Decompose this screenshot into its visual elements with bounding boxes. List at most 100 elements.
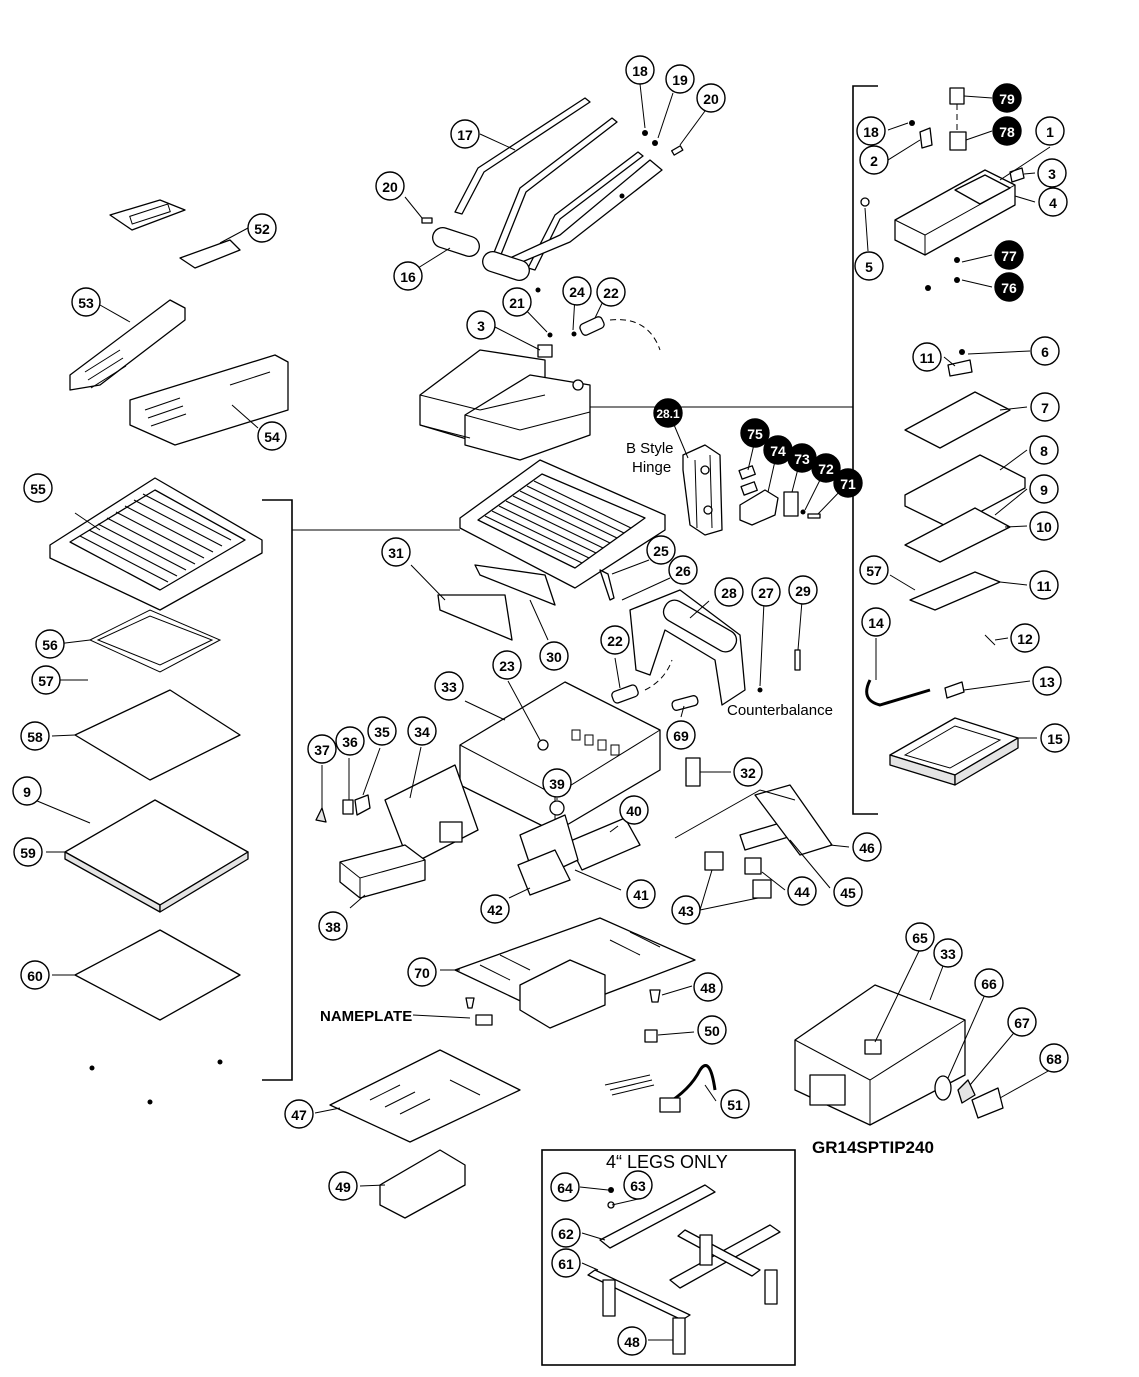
gr14sptip240-housing	[794, 984, 1004, 1126]
callout-20a: 20	[696, 83, 726, 113]
callout-circle	[1038, 187, 1068, 217]
callout-number: 50	[704, 1023, 720, 1039]
callout-circle	[720, 1089, 750, 1119]
callout-circle	[1029, 511, 1059, 541]
knob-67	[957, 1079, 976, 1104]
callout-number: 76	[1001, 280, 1017, 296]
callout-number: 49	[335, 1179, 351, 1195]
insulation-block-59	[64, 799, 249, 906]
callout-43: 43	[671, 895, 701, 925]
part-77	[954, 257, 960, 263]
callout-number: 66	[981, 976, 997, 992]
handle-grip-16a	[432, 227, 480, 257]
callout-circle	[20, 721, 50, 751]
leg-d	[764, 1269, 778, 1305]
drip-tray-52a	[109, 199, 186, 231]
callout-circle	[20, 960, 50, 990]
part-73	[783, 491, 799, 517]
callout-circle	[550, 1172, 580, 1202]
callout-number: 32	[740, 765, 756, 781]
callout-number: 37	[314, 742, 330, 758]
callout-circle	[992, 116, 1022, 146]
callout-circle	[933, 938, 963, 968]
callout-circle	[733, 757, 763, 787]
label-b-style: B Style	[626, 440, 674, 457]
callout-7: 7	[1030, 392, 1060, 422]
callout-circle	[740, 418, 770, 448]
callout-number: 71	[840, 476, 856, 492]
pin-20b	[421, 217, 433, 224]
center-grill-plate	[459, 459, 666, 589]
screw-18b	[909, 120, 915, 126]
callout-18b: 18	[856, 116, 886, 146]
callout-44: 44	[787, 876, 817, 906]
callout-51: 51	[720, 1089, 750, 1119]
callout-number: 15	[1047, 731, 1063, 747]
callout-circle	[833, 877, 863, 907]
front-cover-31	[437, 594, 513, 641]
callout-number: 46	[859, 840, 875, 856]
callout-40: 40	[619, 795, 649, 825]
callout-circle	[852, 832, 882, 862]
callout-20b: 20	[375, 171, 405, 201]
callout-circle	[335, 726, 365, 756]
callout-77: 77	[994, 240, 1024, 270]
callout-number: 34	[414, 724, 430, 740]
callout-56: 56	[35, 629, 65, 659]
label-legs-only: 4“ LEGS ONLY	[606, 1152, 728, 1172]
leg-a	[602, 1279, 616, 1317]
callout-number: 14	[868, 615, 884, 631]
callout-53: 53	[71, 287, 101, 317]
callout-number: 56	[42, 637, 58, 653]
callout-60: 60	[20, 960, 50, 990]
callout-42: 42	[480, 894, 510, 924]
heating-element-56	[88, 609, 222, 673]
part-75b	[740, 481, 758, 496]
callout-34: 34	[407, 716, 437, 746]
part-13	[944, 681, 965, 699]
callout-number: 8	[1040, 443, 1048, 459]
spring-arc-top	[609, 319, 661, 351]
foot-48	[649, 989, 661, 1003]
callout-number: 22	[607, 633, 623, 649]
plate-7	[904, 391, 1011, 449]
screw-6	[959, 349, 965, 355]
callout-circle	[1039, 1043, 1069, 1073]
callout-11a: 11	[912, 342, 942, 372]
label-nameplate: NAMEPLATE	[320, 1008, 412, 1025]
element-11b	[909, 571, 1001, 611]
plug	[659, 1097, 681, 1113]
callout-13: 13	[1032, 666, 1062, 696]
vent-slots-54	[144, 371, 271, 427]
callout-78: 78	[992, 116, 1022, 146]
callout-1: 1	[1035, 116, 1065, 146]
callout-number: 48	[700, 980, 716, 996]
block-8	[904, 454, 1026, 529]
callout-58: 58	[20, 721, 50, 751]
callout-number: 11	[1037, 578, 1052, 594]
grill-plate-center-inner	[477, 473, 646, 569]
callout-10: 10	[1029, 511, 1059, 541]
platen-right	[464, 374, 591, 461]
callout-29: 29	[788, 575, 818, 605]
drip-tray-52b	[179, 239, 241, 269]
part-74	[739, 489, 779, 526]
callout-number: 75	[747, 426, 763, 442]
switch-36	[342, 799, 354, 815]
callout-number: 10	[1036, 519, 1052, 535]
callout-54: 54	[257, 421, 287, 451]
callout-circle	[811, 453, 841, 483]
callout-64: 64	[550, 1172, 580, 1202]
base-slots-47	[369, 1079, 481, 1115]
callout-circle	[992, 83, 1022, 113]
wire-12	[984, 634, 996, 646]
callout-number: 70	[414, 965, 430, 981]
callout-number: 9	[1040, 482, 1048, 498]
callout-number: 40	[626, 803, 642, 819]
callout-circle	[619, 795, 649, 825]
callout-circle	[856, 116, 886, 146]
callout-number: 20	[382, 179, 398, 195]
callout-circle	[450, 119, 480, 149]
callout-number: 18	[632, 63, 648, 79]
